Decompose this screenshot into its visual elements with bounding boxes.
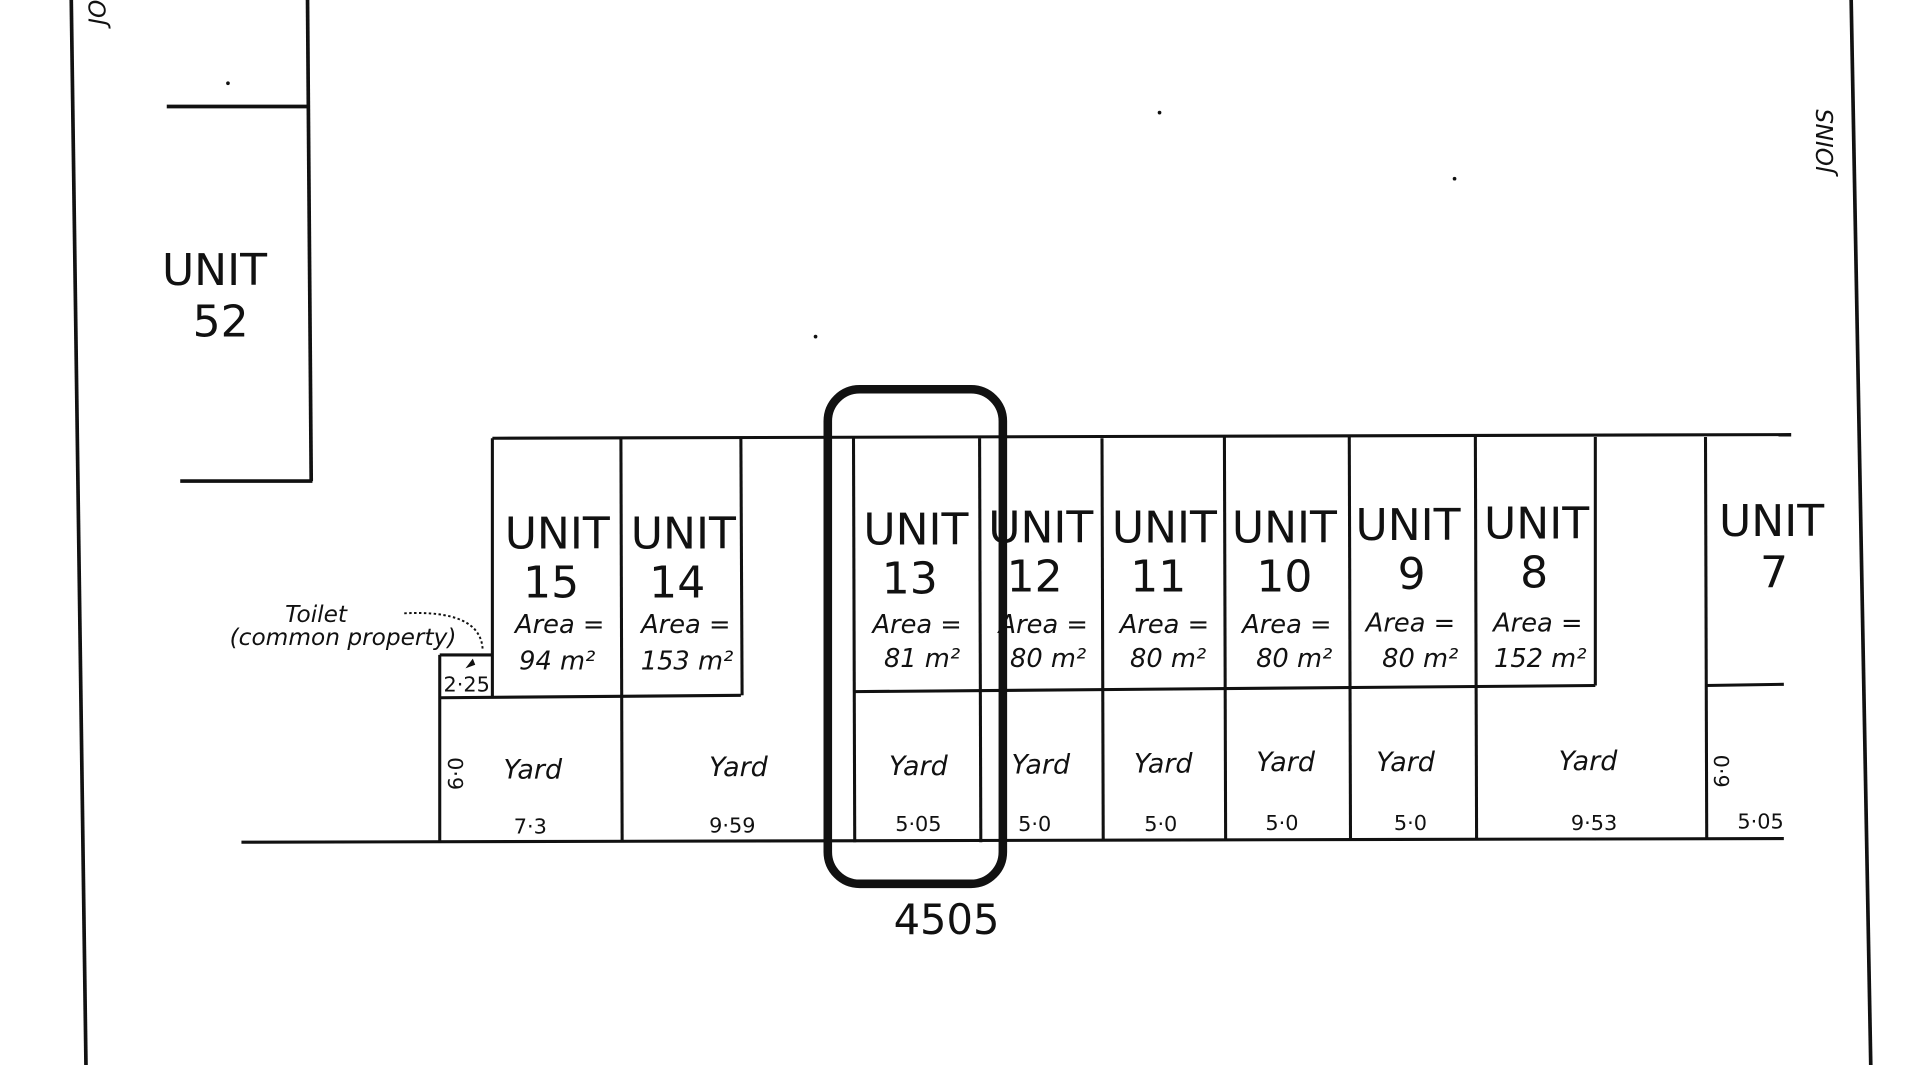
number: 14 [649, 557, 705, 608]
joins-left-label: JO [85, 0, 112, 29]
area-label: Area = [639, 610, 730, 640]
number: 13 [882, 554, 938, 605]
yard-width: 5·0 [1144, 812, 1177, 836]
yard-width: 5·05 [1737, 810, 1783, 834]
number: 15 [523, 557, 579, 608]
area-label: Area = [1364, 609, 1455, 639]
scan-specks [226, 81, 1457, 339]
area: 152 m² [1494, 644, 1587, 674]
unit-word: UNIT [1719, 496, 1825, 547]
unit-52: UNIT 52 [162, 0, 314, 483]
area: 80 m² [1382, 644, 1458, 674]
unit-7: UNIT 7 5·05 6·0 [1710, 496, 1825, 834]
unit-word: UNIT [1112, 502, 1218, 553]
number: 8 [1520, 548, 1548, 599]
unit-number: 52 [193, 297, 249, 348]
yard-width: 5·0 [1265, 811, 1298, 835]
unit-15: UNIT 15 Area = 94 m² Yard 7·3 6·0 [444, 508, 611, 838]
toilet-label: Toilet [285, 601, 348, 628]
yard-label: Yard [1134, 748, 1194, 779]
number: 10 [1256, 551, 1312, 602]
unit-word: UNIT [1484, 499, 1590, 550]
number: 9 [1398, 549, 1426, 600]
area: 80 m² [1130, 644, 1206, 674]
unit-10: UNIT 10 Area = 80 m² Yard 5·0 [1232, 502, 1338, 835]
area-label: Area = [1118, 610, 1209, 640]
number: 7 [1760, 548, 1788, 599]
unit-word: UNIT [1232, 502, 1338, 553]
yard-width: 5·05 [895, 812, 941, 836]
unit-14: UNIT 14 Area = 153 m² Yard 9·59 [631, 508, 769, 837]
area-label: Area = [870, 610, 961, 640]
joins-right-label: JOINS [1812, 108, 1839, 176]
yard-label: Yard [503, 755, 563, 786]
yard-label: Yard [1559, 746, 1619, 777]
toilet-common-property: Toilet (common property) 2·25 [230, 601, 490, 697]
yard-width: 5·0 [1394, 811, 1427, 835]
area-label: Area = [997, 610, 1088, 640]
unit-boundaries [241, 433, 1792, 844]
area: 80 m² [1256, 644, 1332, 674]
number: 11 [1130, 551, 1186, 602]
area: 81 m² [884, 644, 960, 674]
yard-label: Yard [1256, 747, 1316, 778]
yard-depth: 6·0 [444, 757, 468, 790]
unit-11: UNIT 11 Area = 80 m² Yard 5·0 [1112, 502, 1218, 836]
unit-13-highlight [823, 384, 1008, 889]
unit-label: UNIT [162, 245, 268, 296]
plan-number: 4505 [894, 895, 1000, 944]
left-border [69, 0, 88, 1065]
unit-13: UNIT 13 Area = 81 m² Yard 5·05 [863, 505, 969, 836]
unit-word: UNIT [1355, 500, 1461, 551]
yard-label: Yard [1011, 750, 1071, 781]
unit-word: UNIT [505, 508, 611, 559]
yard-width: 9·53 [1571, 811, 1617, 835]
yard-width: 9·59 [709, 813, 755, 837]
area: 94 m² [519, 647, 595, 677]
unit-word: UNIT [863, 505, 969, 556]
area: 80 m² [1010, 644, 1086, 674]
right-border [1849, 0, 1873, 1065]
area: 153 m² [641, 647, 734, 677]
yard-label: Yard [889, 751, 949, 782]
area-label: Area = [1491, 609, 1582, 639]
yard-label: Yard [709, 752, 769, 783]
area-label: Area = [513, 610, 604, 640]
unit-8: UNIT 8 Area = 152 m² Yard 9·53 [1484, 499, 1618, 835]
number: 12 [1007, 551, 1063, 602]
yard-label: Yard [1376, 747, 1436, 778]
unit-9: UNIT 9 Area = 80 m² Yard 5·0 [1355, 500, 1461, 835]
toilet-dimension: 2·25 [444, 673, 490, 697]
yard-width: 5·0 [1018, 812, 1051, 836]
toilet-note: (common property) [230, 624, 457, 651]
yard-width: 7·3 [514, 815, 547, 839]
area-label: Area = [1240, 610, 1331, 640]
unit-word: UNIT [631, 508, 737, 559]
yard-depth: 6·0 [1710, 755, 1734, 788]
